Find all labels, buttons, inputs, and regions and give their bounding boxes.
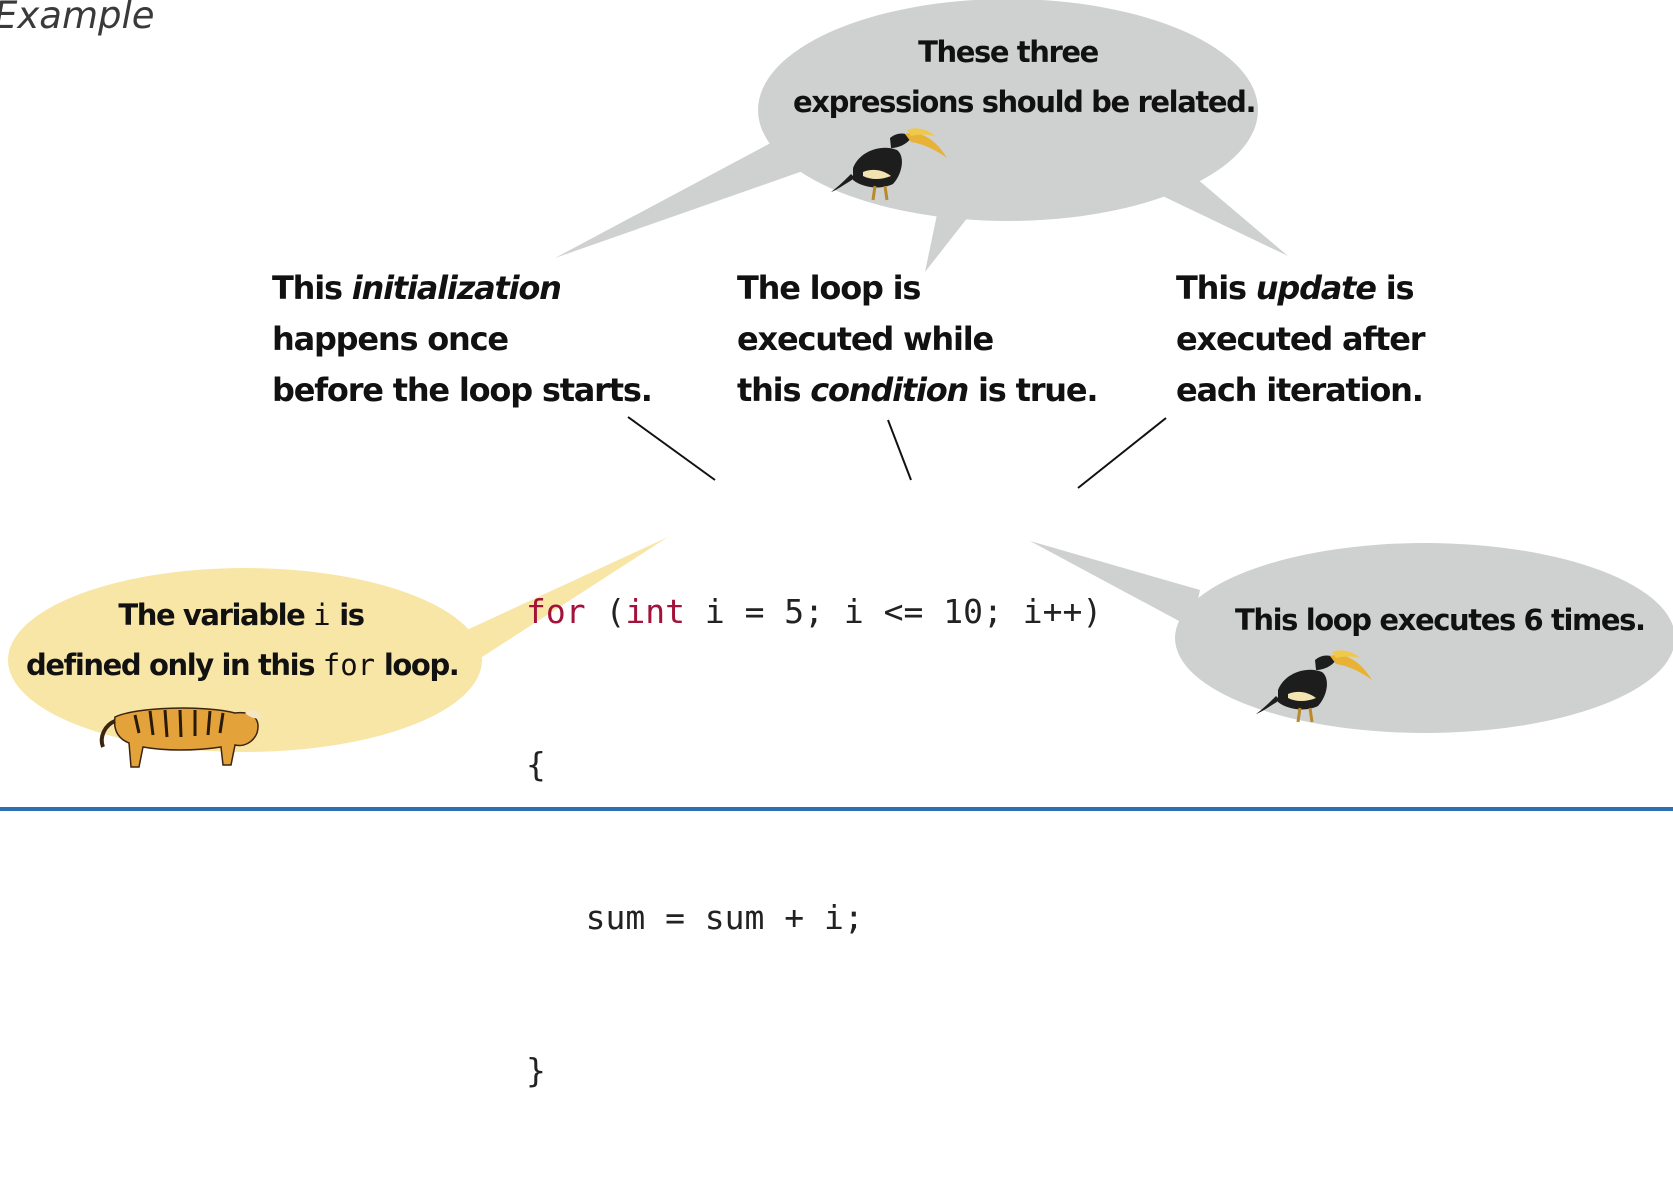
scope-bubble (8, 537, 668, 752)
code-line1-rest: i = 5; i <= 10; i++) (684, 592, 1103, 631)
condition-pointer (887, 419, 912, 481)
code-line-open-brace: { (526, 745, 546, 784)
times-bubble-line: This loop executes 6 times. (1235, 603, 1646, 637)
condition-note-line2: executed while (737, 320, 994, 358)
related-bubble-text: These three expressions should be relate… (793, 27, 1256, 127)
condition-note: The loop is executed while this conditio… (737, 263, 1099, 416)
initialization-note-emphasis: initialization (351, 269, 562, 307)
related-bubble-tail-middle (925, 200, 972, 272)
scope-bubble-line1-end: is (330, 598, 365, 632)
code-line-body: sum = sum + i; (526, 898, 864, 937)
condition-note-prefix: this (737, 371, 811, 409)
scope-bubble-tail (445, 537, 668, 668)
scope-bubble-line1: The variable (118, 598, 314, 632)
related-bubble-line2: expressions should be related. (793, 85, 1256, 119)
update-note: This update is executed after each itera… (1176, 263, 1426, 416)
code-keyword-for: for (526, 592, 586, 631)
scope-bubble-line2: defined only in this (26, 648, 323, 682)
hornbill-icon (1256, 650, 1372, 723)
initialization-pointer (627, 416, 716, 481)
initialization-note: This initialization happens once before … (272, 263, 653, 416)
times-bubble-tail (1030, 541, 1200, 628)
update-note-line3: each iteration. (1176, 371, 1424, 409)
code-line-for: for (int i = 5; i <= 10; i++) (526, 586, 1102, 637)
code-block: for (int i = 5; i <= 10; i++) { sum = su… (526, 484, 1102, 1198)
related-bubble-tail-right (1150, 178, 1288, 256)
code-keyword-int: int (625, 592, 685, 631)
related-bubble-line1: These three (918, 35, 1099, 69)
initialization-note-prefix: This (272, 269, 352, 307)
code-line1-open: ( (585, 592, 626, 631)
times-bubble-text: This loop executes 6 times. (1235, 595, 1646, 645)
update-note-suffix: is (1375, 269, 1415, 307)
related-bubble-tail-left (555, 138, 820, 258)
scope-bubble-variable-code: i (313, 598, 331, 632)
scope-bubble-body (8, 568, 482, 752)
update-note-prefix: This (1176, 269, 1256, 307)
scope-bubble-text: The variable i is defined only in this f… (26, 590, 460, 690)
code-line-close-brace: } (526, 1051, 546, 1090)
condition-note-suffix: is true. (968, 371, 1098, 409)
condition-note-emphasis: condition (810, 371, 969, 409)
tiger-icon (99, 707, 261, 768)
update-note-emphasis: update (1255, 269, 1377, 307)
diagram-art (8, 0, 1673, 768)
initialization-note-line3: before the loop starts. (272, 371, 653, 409)
figure-heading: Example (0, 0, 155, 37)
diagram-canvas: Example This initialization happens once… (0, 0, 1673, 1090)
condition-note-line1: The loop is (737, 269, 921, 307)
initialization-note-line2: happens once (272, 320, 509, 358)
scope-bubble-for-code: for (322, 648, 376, 682)
update-pointer (1077, 417, 1167, 489)
hornbill-icon (831, 128, 947, 201)
footer-rule (0, 807, 1673, 811)
update-note-line2: executed after (1176, 320, 1426, 358)
scope-bubble-line2-end: loop. (375, 648, 460, 682)
